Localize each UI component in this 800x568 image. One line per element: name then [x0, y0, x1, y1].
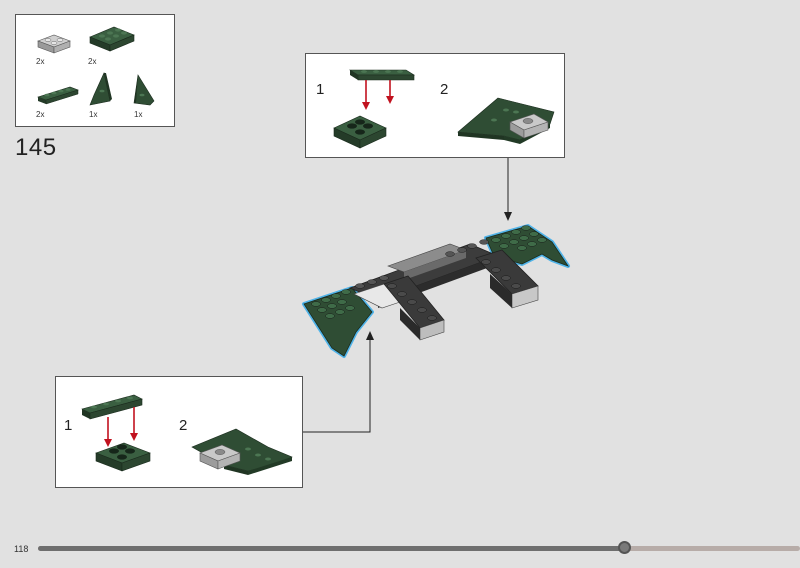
stud: [527, 241, 537, 247]
stud: [341, 289, 351, 295]
substep-1-illustration: [333, 69, 416, 149]
stud: [355, 283, 365, 289]
stud: [491, 237, 501, 243]
stud: [367, 279, 377, 285]
stud: [521, 225, 531, 231]
stud: [417, 307, 427, 313]
substep-1-illustration: [81, 394, 151, 472]
stud: [491, 267, 501, 273]
stud: [445, 251, 455, 257]
stud: [317, 307, 327, 313]
progress-fill: [38, 546, 625, 551]
stud: [387, 283, 397, 289]
stud: [511, 283, 521, 289]
stud: [427, 315, 437, 321]
green-plate-2x3-icon: [89, 26, 135, 52]
part-qty: 1x: [89, 110, 98, 119]
substep-1-number: 1: [316, 81, 325, 98]
stud: [481, 259, 491, 265]
stud: [345, 305, 355, 311]
stud: [407, 299, 417, 305]
stud: [479, 239, 489, 245]
callout-bottom: 1 2: [55, 376, 303, 488]
stud: [311, 301, 321, 307]
part-qty: 2x: [88, 57, 97, 66]
stud: [519, 235, 529, 241]
progress-knob[interactable]: [617, 541, 631, 554]
stud: [501, 233, 511, 239]
stud: [335, 309, 345, 315]
step-number: 145: [15, 134, 57, 161]
stud: [379, 275, 389, 281]
stud: [457, 247, 467, 253]
green-plate-1x4-icon: [37, 86, 79, 105]
substep-2-number: 2: [179, 417, 188, 434]
substep-2-illustration: [191, 428, 293, 475]
stud: [327, 303, 337, 309]
callout-top: 1 2: [305, 53, 565, 158]
light-gray-plate-2x2-icon: [37, 34, 71, 54]
main-assembly: [302, 224, 570, 358]
stud: [501, 275, 511, 281]
stud: [397, 291, 407, 297]
substep-2-illustration: [457, 97, 555, 144]
stud: [517, 245, 527, 251]
stud: [331, 293, 341, 299]
part-qty: 1x: [134, 110, 143, 119]
substep-1-number: 1: [64, 417, 73, 434]
progress-track[interactable]: [38, 541, 800, 554]
stud: [509, 239, 519, 245]
stud: [337, 299, 347, 305]
page-number: 118: [14, 544, 29, 554]
green-wedge-right-icon: [133, 74, 155, 106]
stud: [467, 243, 477, 249]
green-wedge-left-icon: [89, 72, 112, 106]
part-qty: 2x: [36, 57, 45, 66]
stud: [529, 231, 539, 237]
substep-2-number: 2: [440, 81, 449, 98]
part-qty: 2x: [36, 110, 45, 119]
parts-list: 2x 2x 2x 1x 1x: [15, 14, 175, 127]
stud: [499, 243, 509, 249]
stud: [325, 313, 335, 319]
stud: [511, 229, 521, 235]
stud: [537, 237, 547, 243]
stud: [321, 297, 331, 303]
